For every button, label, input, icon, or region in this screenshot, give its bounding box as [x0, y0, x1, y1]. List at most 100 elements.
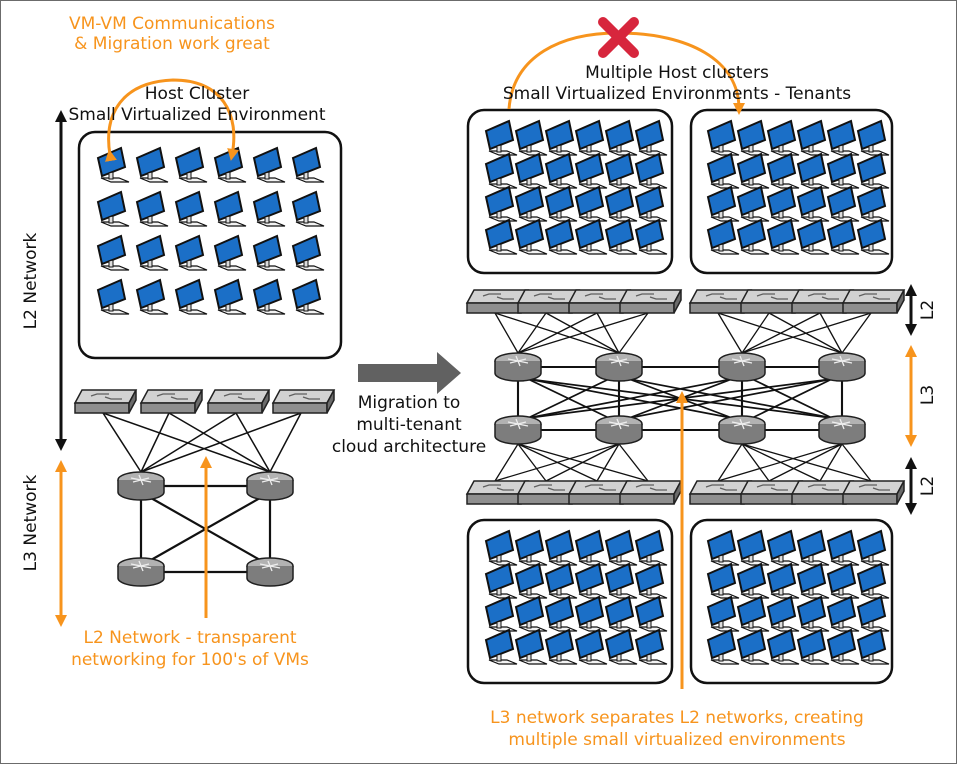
bottom-left-switch-router-link: [517, 443, 598, 482]
top-right-switch-router-link: [841, 312, 872, 354]
left-switch-router-link: [140, 412, 170, 473]
switch-icon: [207, 389, 270, 414]
left-l3-range-arrow-head-bottom: [55, 615, 67, 627]
vm-comms-text: VM-VM Communications& Migration work gre…: [69, 14, 275, 54]
right-l2-top-label-line: L2: [918, 300, 938, 320]
core-router-cross-link: [751, 378, 833, 419]
switch-icon: [842, 480, 905, 505]
right-l2-bottom-label-line: L2: [918, 476, 938, 496]
bottom-right-switch-router-link: [717, 443, 743, 482]
right-l3-label-line: L3: [918, 385, 938, 405]
bottom-left-switch-router-link: [596, 443, 620, 482]
l3-separates-text: L3 network separates L2 networks, creati…: [490, 708, 864, 750]
left-switch-router-link: [102, 412, 142, 473]
switch-icon: [74, 389, 137, 414]
right-l2-bottom-range-arrow: [905, 457, 917, 515]
l3-network-label: L3 Network: [21, 475, 41, 572]
right-l2-bottom-range-arrow-head-bottom: [905, 503, 917, 515]
left-switch-router-link: [140, 412, 237, 473]
top-left-switch-router-link: [517, 312, 547, 354]
router-icon: [494, 352, 542, 382]
vm-comms-text-line: VM-VM Communications: [69, 14, 275, 34]
bottom-left-switch-router-link: [494, 443, 519, 482]
right-l3-label: L3: [918, 385, 938, 405]
right-l3-range-arrow-head-bottom: [905, 435, 917, 447]
left-switch-router-link: [269, 412, 302, 473]
l2-transparent-text-line: networking for 100's of VMs: [71, 650, 309, 670]
switch-icon: [619, 289, 682, 314]
l3-separates-text-line: multiple small virtualized environments: [508, 730, 845, 750]
right-l3-separates-arrow-head: [676, 391, 688, 403]
top-right-switch-router-link: [741, 312, 770, 354]
top-right-switch-router-link: [741, 312, 872, 354]
top-right-switch-router-link: [819, 312, 843, 354]
top-left-switch-router-link: [596, 312, 620, 354]
left-l2-range-arrow-head-top: [55, 110, 67, 122]
migration-label-text-line: cloud architecture: [332, 437, 486, 457]
host-cluster-text-line: Host Cluster: [145, 84, 249, 104]
right-l2-top-range-arrow-head-top: [905, 284, 917, 296]
right-l2-top-range-arrow: [905, 284, 917, 336]
bottom-right-switch-router-link: [741, 443, 770, 482]
left-l2-transparent-arrow: [200, 456, 212, 618]
switch-icon: [272, 389, 335, 414]
vm-migration-curve: [105, 78, 240, 162]
bottom-left-switch-router-link: [517, 443, 649, 482]
right-l2-bottom-range-arrow-head-top: [905, 457, 917, 469]
l3-separates-text-line: L3 network separates L2 networks, creati…: [490, 708, 864, 728]
bottom-right-switch-router-link: [819, 443, 843, 482]
router-icon: [718, 352, 766, 382]
core-router-cross-link: [527, 378, 733, 419]
multiple-clusters-text-line: Multiple Host clusters: [585, 63, 769, 83]
switch-icon: [140, 389, 203, 414]
right-l2-top-range-arrow-head-bottom: [905, 324, 917, 336]
top-left-switch-router-link: [517, 312, 649, 354]
router-icon: [595, 415, 643, 445]
left-switch-router-link: [140, 412, 302, 473]
top-right-switch-router-link: [717, 312, 743, 354]
router-icon: [718, 415, 766, 445]
l2-transparent-text-line: L2 Network - transparent: [83, 628, 296, 648]
router-icon: [246, 471, 294, 501]
arrows-layer: [55, 17, 917, 689]
l2-network-label-line: L2 Network: [21, 233, 41, 330]
switch-icon: [619, 480, 682, 505]
left-l3-range-arrow: [55, 460, 67, 627]
bottom-right-switch-router-link: [741, 443, 821, 482]
right-l3-range-arrow-head-top: [905, 345, 917, 357]
migration-label-text-line: multi-tenant: [356, 415, 462, 435]
l3-network-label-line: L3 Network: [21, 475, 41, 572]
migration-arrow: [358, 352, 461, 394]
left-l2-transparent-arrow-head: [200, 456, 212, 468]
router-icon: [494, 415, 542, 445]
bottom-right-switch-router-link: [841, 443, 872, 482]
bottom-left-switch-router-link: [618, 443, 649, 482]
left-l2-range-arrow-head-bottom: [55, 439, 67, 451]
bottom-right-switch-router-link: [741, 443, 872, 482]
text-layer: VM-VM Communications& Migration work gre…: [21, 14, 938, 750]
left-switch-router-link: [235, 412, 271, 473]
top-left-switch-router-link: [517, 312, 598, 354]
router-icon: [818, 352, 866, 382]
right-l2-top-label: L2: [918, 300, 938, 320]
core-router-cross-link: [527, 378, 610, 419]
top-right-switch-router-link: [741, 312, 821, 354]
bottom-left-switch-router-link: [517, 443, 547, 482]
host-cluster-text-line: Small Virtualized Environment: [68, 105, 325, 125]
right-l3-separates-arrow: [676, 391, 688, 689]
right-l3-range-arrow: [905, 345, 917, 447]
left-l3-range-arrow-head-top: [55, 460, 67, 472]
red-x-icon: [598, 17, 639, 58]
red-x-stroke: [598, 17, 639, 58]
switch-icon: [842, 289, 905, 314]
vm-comms-text-line: & Migration work great: [74, 34, 270, 54]
migration-label-text-line: Migration to: [358, 393, 461, 413]
top-left-switch-router-link: [618, 312, 649, 354]
router-icon: [246, 557, 294, 587]
top-left-switch-router-link: [494, 312, 519, 354]
